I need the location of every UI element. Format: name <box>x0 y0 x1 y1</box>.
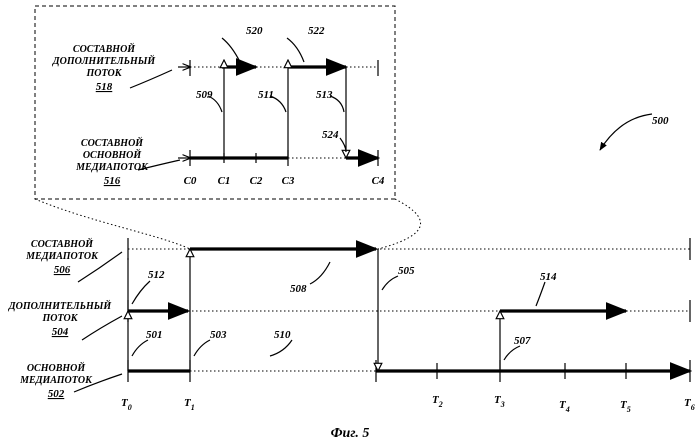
svg-text:T5: T5 <box>620 399 631 414</box>
composite-stream <box>128 238 690 260</box>
ref-518: 518 <box>96 81 113 93</box>
leader-503 <box>194 340 210 356</box>
label-502-line1: ОСНОВНОЙ <box>27 362 87 374</box>
ref-522: 522 <box>308 25 325 37</box>
time-label-T3: T3 <box>494 394 505 409</box>
label-506-line2: МЕДИАПОТОК <box>25 251 99 262</box>
leader-512 <box>132 281 150 304</box>
ref-514: 514 <box>540 271 557 283</box>
zoom-line-right <box>378 199 421 249</box>
leader-505 <box>382 276 398 290</box>
leader-504 <box>82 316 122 340</box>
ref-513: 513 <box>316 89 333 101</box>
label-516-line1: СОСТАВНОЙ <box>81 137 144 149</box>
figure-number: 500 <box>652 115 669 127</box>
label-504-line2: ПОТОК <box>41 313 78 324</box>
ref-516: 516 <box>104 175 121 187</box>
time-label-T6: T6 <box>684 397 695 412</box>
leader-508 <box>310 262 330 284</box>
svg-text:T1: T1 <box>184 397 195 412</box>
inset-time-C0: C0 <box>184 175 197 187</box>
ref-510: 510 <box>274 329 291 341</box>
inset-time-C4: C4 <box>372 175 385 187</box>
leader-520 <box>222 38 240 62</box>
label-506-line1: СОСТАВНОЙ <box>31 238 94 250</box>
ref-503: 503 <box>210 329 227 341</box>
leader-507 <box>504 346 520 360</box>
main-stream <box>128 360 690 382</box>
ref-509: 509 <box>196 89 213 101</box>
ref-504: 504 <box>52 326 69 338</box>
svg-text:T2: T2 <box>432 394 443 409</box>
label-516-line3: МЕДИАПОТОК <box>75 162 149 173</box>
time-label-T4: T4 <box>559 399 570 414</box>
ref-507: 507 <box>514 335 531 347</box>
inset-time-C2: C2 <box>250 175 263 187</box>
inset-time-C1: C1 <box>218 175 231 187</box>
ref-511: 511 <box>258 89 274 101</box>
label-502-line2: МЕДИАПОТОК <box>19 375 93 386</box>
leader-501 <box>132 340 148 356</box>
ref-502: 502 <box>48 388 65 400</box>
label-504-line1: ДОПОЛНИТЕЛЬНЫЙ <box>8 300 113 312</box>
ref-520: 520 <box>246 25 263 37</box>
ref-506: 506 <box>54 264 71 276</box>
leader-510 <box>270 340 292 356</box>
inset-composite-main-stream <box>178 150 378 166</box>
label-516-line2: ОСНОВНОЙ <box>83 149 143 161</box>
svg-text:T0: T0 <box>121 397 132 412</box>
inset-composite-additional-stream <box>178 60 378 76</box>
inset-time-C3: C3 <box>282 175 295 187</box>
ref-524: 524 <box>322 129 339 141</box>
ref-501: 501 <box>146 329 163 341</box>
leader-514 <box>536 282 545 306</box>
leader-518 <box>130 70 172 88</box>
label-518-line2: ДОПОЛНИТЕЛЬНЫЙ <box>52 55 157 67</box>
svg-text:T4: T4 <box>559 399 570 414</box>
ref-505: 505 <box>398 265 415 277</box>
figure-caption: Фиг. 5 <box>331 426 370 441</box>
time-label-T2: T2 <box>432 394 443 409</box>
svg-text:T3: T3 <box>494 394 505 409</box>
additional-stream <box>128 300 690 322</box>
time-label-T1: T1 <box>184 397 195 412</box>
leader-522 <box>287 38 304 62</box>
leader-524 <box>340 138 346 152</box>
time-label-T0: T0 <box>121 397 132 412</box>
ref-508: 508 <box>290 283 307 295</box>
figure-ref-arrow <box>600 114 652 150</box>
label-518-line1: СОСТАВНОЙ <box>73 43 136 55</box>
label-518-line3: ПОТОК <box>85 68 122 79</box>
time-label-T5: T5 <box>620 399 631 414</box>
svg-text:T6: T6 <box>684 397 695 412</box>
ref-512: 512 <box>148 269 165 281</box>
